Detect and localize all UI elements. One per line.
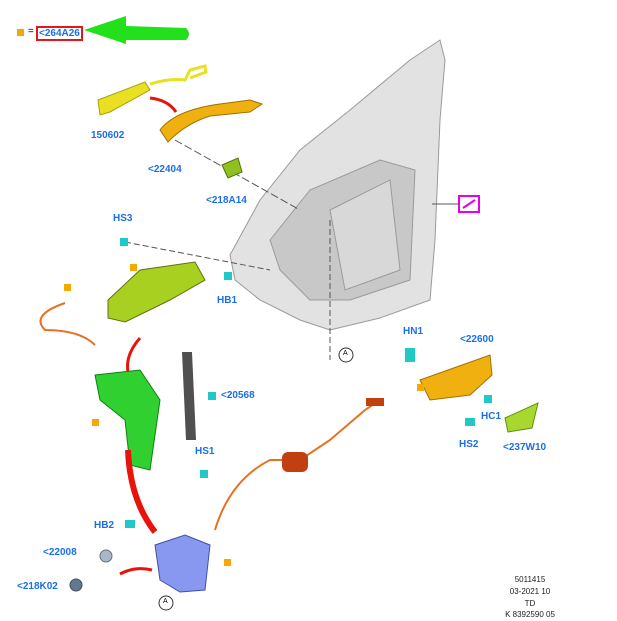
cable-grommet	[282, 452, 308, 472]
legend-marker-icon	[17, 29, 24, 36]
bolt-hs1	[200, 470, 208, 478]
label-hb1[interactable]: HB1	[217, 295, 238, 306]
bolt-hb1	[224, 272, 232, 280]
marker-icon	[130, 264, 137, 271]
bolt-hn1	[405, 348, 415, 362]
callout-a-top	[338, 347, 354, 363]
callout-a-label: A	[343, 350, 348, 357]
marker-icon	[92, 419, 99, 426]
drawing-date: 03-2021 10	[509, 587, 551, 596]
legend-ref-link[interactable]: <264A26	[36, 26, 83, 41]
label-hs3[interactable]: HS3	[113, 213, 133, 224]
part-237W10	[504, 402, 539, 433]
drawing-number: 5011415	[514, 575, 546, 584]
callout-a-label: A	[163, 598, 168, 605]
cable-left	[39, 302, 96, 346]
label-22404[interactable]: <22404	[148, 164, 182, 175]
legend-equals: =	[28, 26, 34, 37]
label-20568[interactable]: <20568	[221, 390, 255, 401]
drawing-code: TD	[524, 599, 536, 608]
callout-a-bottom	[158, 595, 174, 611]
label-hs1[interactable]: HS1	[195, 446, 215, 457]
label-hc1[interactable]: HC1	[481, 411, 502, 422]
door-frame	[229, 39, 446, 331]
label-hn1[interactable]: HN1	[403, 326, 424, 337]
drawing-ref: K 8392590 05	[505, 610, 555, 619]
part-150602	[97, 81, 151, 116]
part-20568	[182, 352, 196, 440]
label-hs2[interactable]: HS2	[459, 439, 479, 450]
bolt-hs3	[120, 238, 128, 246]
label-150602[interactable]: 150602	[91, 130, 125, 141]
label-218A14[interactable]: <218A14	[206, 195, 247, 206]
marker-icon	[224, 559, 231, 566]
red-arrow-large-icon	[125, 449, 158, 534]
part-22404	[159, 99, 264, 143]
label-218K02[interactable]: <218K02	[17, 581, 58, 592]
label-237W10[interactable]: <237W10	[503, 442, 547, 453]
part-22008	[99, 549, 113, 563]
part-218A14	[221, 157, 243, 179]
marker-icon	[417, 384, 424, 391]
red-arrow-icon	[149, 96, 178, 113]
bolt-hs2	[465, 418, 475, 426]
part-22600	[419, 354, 493, 401]
label-22600[interactable]: <22600	[460, 334, 494, 345]
cable-right	[214, 399, 381, 531]
part-latch-housing	[107, 261, 206, 323]
bolt-hb2	[125, 520, 135, 528]
marker-icon	[64, 284, 71, 291]
part-218K02	[69, 578, 83, 592]
part-carrier	[94, 369, 161, 471]
label-hb2[interactable]: HB2	[94, 520, 115, 531]
view-arrow-icon	[462, 199, 476, 209]
green-arrow-icon	[84, 16, 189, 44]
part-latch	[154, 534, 211, 593]
bolt-hc1	[484, 395, 492, 403]
label-22008[interactable]: <22008	[43, 547, 77, 558]
